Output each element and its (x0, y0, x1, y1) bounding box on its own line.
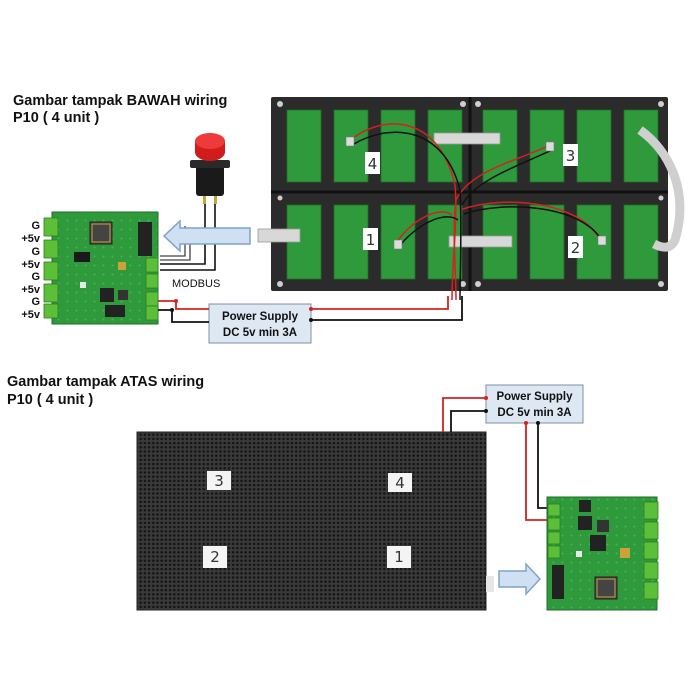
ribbon-cable (433, 132, 501, 145)
terminal-label-g: G (31, 246, 40, 258)
direction-arrow-right (498, 562, 542, 596)
terminal-label-g: G (31, 220, 40, 232)
front-panel-number: 4 (395, 474, 405, 492)
direction-arrow-left (162, 219, 251, 253)
modbus-label: MODBUS (172, 278, 220, 290)
ribbon-stub (486, 576, 494, 592)
ribbon-cable (637, 126, 685, 252)
terminal-label-5v: +5v (21, 309, 41, 321)
front-panel-number: 2 (210, 548, 220, 566)
controller-board-front (546, 496, 659, 611)
power-supply-line1: Power Supply (222, 311, 299, 323)
top-title-line2: P10 ( 4 unit ) (13, 110, 99, 126)
front-panel-number: 1 (394, 548, 404, 566)
push-button (190, 133, 230, 204)
terminal-label-g: G (31, 271, 40, 283)
terminal-label-5v: +5v (21, 259, 41, 271)
bottom-title-line2: P10 ( 4 unit ) (7, 392, 93, 408)
ribbon-cable (448, 235, 513, 248)
power-supply-line2: DC 5v min 3A (497, 407, 571, 419)
rear-panel-number: 3 (566, 147, 576, 165)
power-supply-box-bottom: Power Supply DC 5v min 3A (485, 384, 584, 424)
power-wires-top (158, 296, 463, 323)
bottom-title-line1: Gambar tampak ATAS wiring (7, 374, 204, 390)
rear-panel-number: 4 (368, 155, 378, 173)
rear-view-panel: 4 3 1 2 (257, 97, 685, 301)
power-wires-bottom (442, 397, 550, 521)
button-wires (160, 204, 216, 271)
power-supply-line1: Power Supply (496, 391, 573, 403)
power-supply-line2: DC 5v min 3A (223, 327, 297, 339)
ribbon-cable (257, 228, 301, 243)
front-view-led-panel: 3 4 2 1 (136, 431, 487, 611)
rear-panel-number: 1 (366, 231, 376, 249)
controller-board-rear (43, 211, 159, 325)
terminal-label-5v: +5v (21, 284, 41, 296)
power-supply-box-top: Power Supply DC 5v min 3A (208, 303, 312, 344)
terminal-label-g: G (31, 296, 40, 308)
top-title-line1: Gambar tampak BAWAH wiring (13, 93, 227, 109)
rear-panel-number: 2 (571, 239, 581, 257)
terminal-label-5v: +5v (21, 233, 41, 245)
front-panel-number: 3 (214, 472, 224, 490)
